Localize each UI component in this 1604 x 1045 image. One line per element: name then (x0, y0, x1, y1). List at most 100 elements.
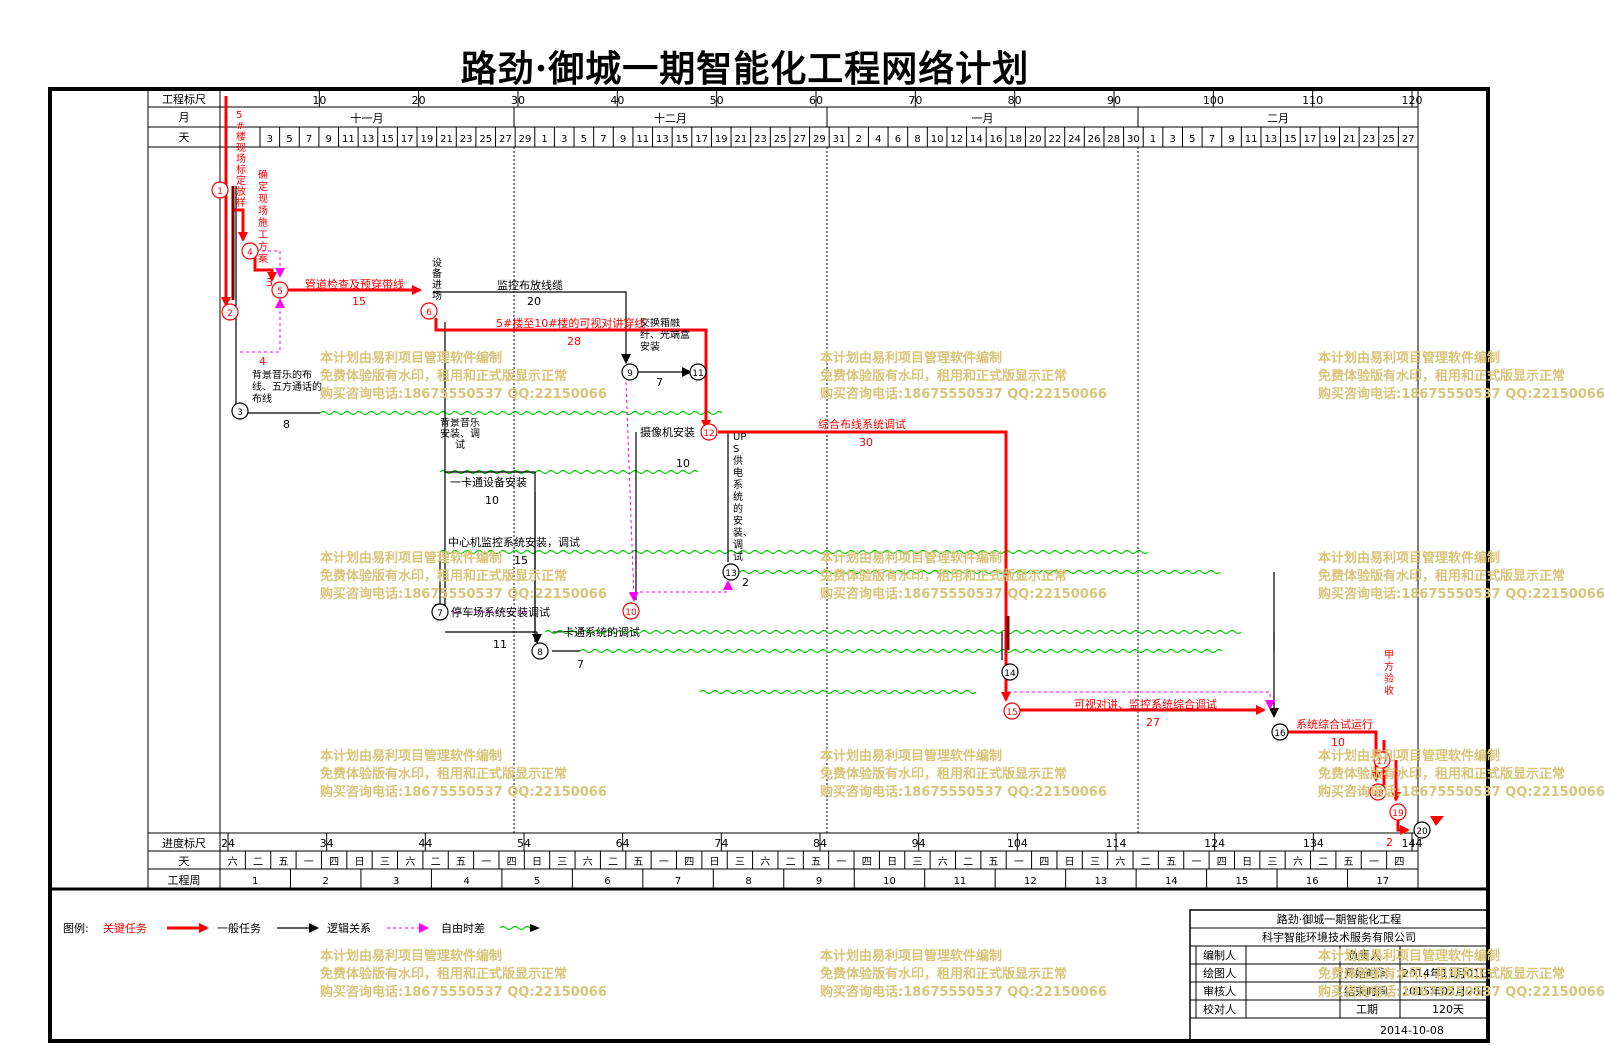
weekday-label: 六 (1293, 856, 1303, 868)
weekday-label: 一 (659, 857, 669, 868)
task-label: 确定现场施工方案 (258, 170, 268, 265)
day-label: 19 (420, 134, 433, 145)
day-label: 25 (479, 134, 492, 145)
day-label: 22 (1049, 134, 1062, 145)
week-label: 6 (604, 876, 610, 887)
progress-mark: 34 (320, 837, 334, 850)
info-company: 科宇智能环境技术服务有限公司 (1262, 930, 1416, 944)
info-date: 2014-10-08 (1380, 1024, 1444, 1037)
task-duration: 2 (1386, 836, 1393, 849)
day-label: 7 (306, 134, 312, 145)
task-label: 甲方验收 (1384, 650, 1394, 697)
task-duration: 10 (485, 494, 499, 507)
watermark-layer: 本计划由易利项目管理软件编制免费体验版有水印，租用和正式版显示正常购买咨询电话:… (320, 350, 1604, 1000)
day-label: 8 (914, 134, 920, 145)
network-node-number: 3 (237, 408, 243, 418)
week-label: 13 (1095, 876, 1108, 887)
network-node-number: 7 (437, 609, 443, 619)
day-label: 6 (895, 134, 901, 145)
task-duration: 4 (259, 355, 266, 368)
watermark-text: 本计划由易利项目管理软件编制 (820, 948, 1002, 964)
network-node (1413, 821, 1431, 839)
task-label: UPS供电系统的安装、调试 (733, 432, 747, 563)
day-label: 30 (1127, 134, 1140, 145)
task-label: 摄像机安装 (640, 425, 695, 439)
weekday-label: 一 (304, 857, 314, 868)
network-node-number: 20 (1416, 827, 1428, 837)
day-label: 18 (1009, 134, 1022, 145)
day-label: 3 (561, 134, 567, 145)
task-duration: 8 (283, 418, 290, 431)
task-duration: 11 (493, 638, 507, 651)
info-row-mid: 结束时间 (1344, 985, 1388, 998)
day-label: 16 (990, 134, 1003, 145)
weekday-label: 五 (278, 857, 288, 868)
network-node-number: 18 (1372, 789, 1384, 799)
info-row-left: 校对人 (1203, 1002, 1236, 1016)
day-label: 9 (1228, 134, 1234, 145)
network-node-number: 1 (217, 187, 223, 197)
info-row-left: 审核人 (1203, 984, 1236, 998)
month-label: 十二月 (654, 111, 687, 125)
progress-mark: 114 (1106, 837, 1127, 850)
watermark-text: 免费体验版有水印，租用和正式版显示正常 (1318, 568, 1565, 584)
day-label: 7 (1209, 134, 1215, 145)
progress-mark: 74 (714, 837, 728, 850)
watermark-text: 本计划由易利项目管理软件编制 (320, 550, 502, 566)
network-node-number: 6 (426, 308, 432, 318)
network-node-number: 19 (1392, 809, 1404, 819)
network-node (1369, 783, 1387, 801)
weekday-label: 四 (1039, 857, 1049, 868)
weekday-label: 六 (938, 856, 948, 868)
watermark-text: 免费体验版有水印，租用和正式版显示正常 (320, 368, 567, 384)
day-label: 23 (754, 134, 767, 145)
watermark-text: 免费体验版有水印，租用和正式版显示正常 (1318, 368, 1565, 384)
network-node-number: 12 (703, 429, 714, 439)
weekday-label: 三 (1090, 857, 1100, 868)
week-label: 2 (323, 876, 329, 887)
watermark-text: 购买咨询电话:18675550537 QQ:22150066 (320, 984, 607, 1000)
network-node-number: 10 (625, 608, 637, 618)
weekday-label: 日 (1065, 857, 1075, 868)
task-label: 一卡通系统的调试 (552, 625, 640, 639)
weekday-label: 日 (710, 857, 720, 868)
weekday-label: 二 (253, 857, 263, 868)
day-label: 13 (1264, 134, 1277, 145)
header-row-label: 月 (179, 111, 190, 124)
day-label: 27 (499, 134, 512, 145)
week-label: 4 (463, 876, 469, 887)
week-label: 12 (1024, 876, 1037, 887)
network-node (622, 602, 640, 620)
header-row-label: 工程标尺 (162, 92, 206, 106)
day-label: 1 (541, 134, 547, 145)
week-label: 7 (675, 876, 681, 887)
week-label: 14 (1165, 876, 1178, 887)
weekday-label: 一 (1191, 857, 1201, 868)
network-node-number: 9 (627, 369, 633, 379)
watermark-text: 购买咨询电话:18675550537 QQ:22150066 (820, 386, 1107, 402)
weekday-label: 日 (354, 857, 364, 868)
task-duration: 15 (352, 295, 366, 308)
day-label: 21 (734, 134, 747, 145)
scale-mark: 30 (511, 94, 525, 107)
info-row-right: 2014年11月01日 (1402, 966, 1491, 980)
day-label: 27 (793, 134, 806, 145)
watermark-text: 免费体验版有水印，租用和正式版显示正常 (1318, 766, 1565, 782)
day-label: 19 (1323, 134, 1336, 145)
week-label: 1 (252, 876, 258, 887)
legend-title: 图例: (63, 921, 89, 935)
network-node-number: 15 (1006, 708, 1017, 718)
day-label: 29 (813, 134, 826, 145)
page-title: 路劲·御城一期智能化工程网络计划 (460, 48, 1030, 90)
network-node (271, 281, 289, 299)
day-label: 2 (855, 134, 861, 145)
watermark-text: 免费体验版有水印，租用和正式版显示正常 (820, 966, 1067, 982)
legend-logic-label: 逻辑关系 (327, 921, 371, 935)
day-label: 23 (460, 134, 473, 145)
task-duration: 2 (742, 576, 749, 589)
task-duration: 27 (1146, 716, 1160, 729)
watermark-text: 本计划由易利项目管理软件编制 (820, 350, 1002, 366)
legend-float-label: 自由时差 (441, 921, 485, 935)
progress-mark: 134 (1303, 837, 1324, 850)
progress-mark: 24 (221, 837, 235, 850)
